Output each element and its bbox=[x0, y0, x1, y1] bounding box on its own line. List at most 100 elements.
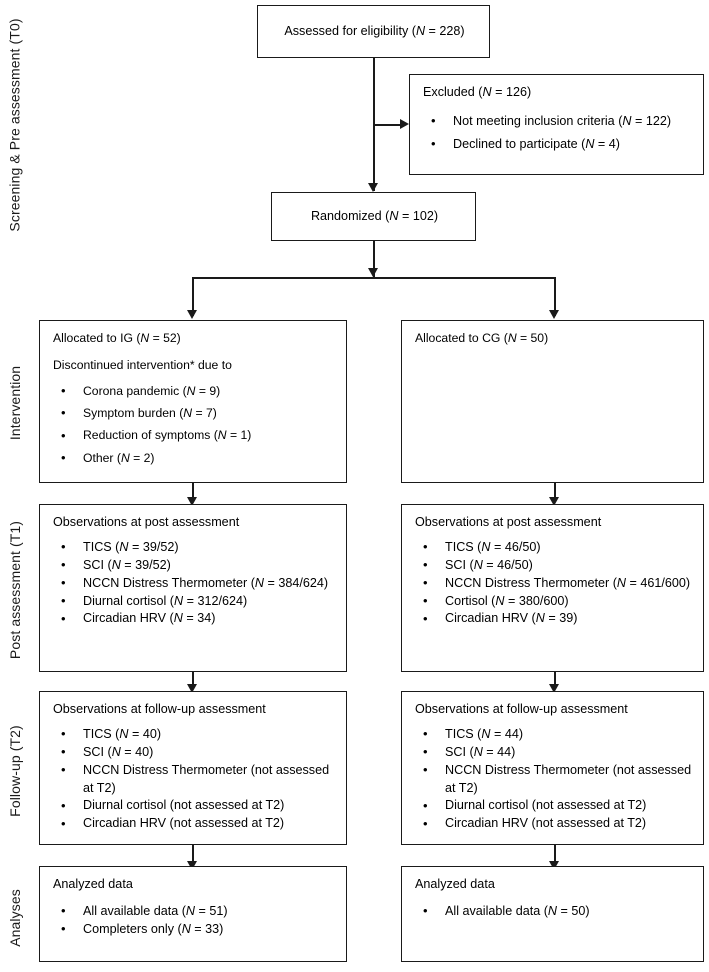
list-item: Diurnal cortisol (not assessed at T2) bbox=[53, 797, 335, 815]
stage-label-screening: Screening & Pre assessment (T0) bbox=[0, 0, 30, 250]
stage-label-intervention-text: Intervention bbox=[7, 365, 24, 440]
list-item: Diurnal cortisol (N = 312/624) bbox=[53, 592, 335, 611]
box-followup-observations-cg-list: TICS (N = 44) SCI (N = 44) NCCN Distress… bbox=[415, 725, 692, 833]
arrowhead-ig-post-to-followup bbox=[187, 684, 198, 693]
list-item: Circadian HRV (N = 39) bbox=[415, 610, 692, 628]
stage-label-post-assessment-text: Post assessment (T1) bbox=[7, 520, 23, 660]
arrowhead-to-excluded bbox=[400, 119, 409, 130]
list-item: Circadian HRV (not assessed at T2) bbox=[415, 815, 692, 833]
list-item: Corona pandemic (N = 9) bbox=[53, 382, 335, 401]
list-item: SCI (N = 39/52) bbox=[53, 556, 335, 575]
connector-cg-followup-to-analyzed bbox=[554, 845, 556, 867]
randomized-title-post: = 102) bbox=[398, 208, 439, 223]
box-allocated-ig: Allocated to IG (N = 52) Discontinued in… bbox=[39, 320, 347, 483]
list-item: Completers only (N = 33) bbox=[53, 920, 335, 939]
box-excluded-title: Excluded (N = 126) bbox=[423, 84, 692, 102]
box-assessed-for-eligibility: Assessed for eligibility (N = 228) bbox=[257, 5, 490, 58]
list-item: SCI (N = 40) bbox=[53, 743, 335, 762]
box-post-observations-cg-title: Observations at post assessment bbox=[415, 515, 602, 529]
list-item: Symptom burden (N = 7) bbox=[53, 404, 335, 423]
stage-label-follow-up: Follow-up (T2) bbox=[0, 693, 30, 848]
arrowhead-assessed-to-randomized bbox=[368, 183, 379, 192]
list-item: NCCN Distress Thermometer (N = 384/624) bbox=[53, 574, 335, 593]
randomized-title-n: N bbox=[389, 208, 399, 223]
list-item: NCCN Distress Thermometer (not assessed … bbox=[53, 761, 335, 798]
box-analyzed-cg-list: All available data (N = 50) bbox=[415, 902, 692, 921]
box-excluded-list: Not meeting inclusion criteria (N = 122)… bbox=[423, 112, 692, 154]
stage-label-intervention: Intervention bbox=[0, 320, 30, 485]
list-item: SCI (N = 44) bbox=[415, 743, 692, 762]
stage-label-screening-text: Screening & Pre assessment (T0) bbox=[7, 18, 23, 232]
box-followup-observations-ig-title: Observations at follow-up assessment bbox=[53, 702, 266, 716]
arrowhead-cg-alloc-to-post bbox=[549, 497, 560, 506]
box-post-observations-ig-title: Observations at post assessment bbox=[53, 515, 240, 529]
arrowhead-cg-followup-to-analyzed bbox=[549, 861, 560, 870]
connector-to-excluded bbox=[374, 124, 402, 126]
box-followup-observations-ig: Observations at follow-up assessment TIC… bbox=[39, 691, 347, 845]
excluded-title-n: N bbox=[482, 85, 492, 99]
connector-cg-alloc-to-post bbox=[554, 483, 556, 502]
list-item: Circadian HRV (N = 34) bbox=[53, 610, 335, 628]
list-item: TICS (N = 39/52) bbox=[53, 538, 335, 557]
box-excluded: Excluded (N = 126) Not meeting inclusion… bbox=[409, 74, 704, 175]
list-item: All available data (N = 51) bbox=[53, 902, 335, 921]
box-analyzed-cg: Analyzed data All available data (N = 50… bbox=[401, 866, 704, 962]
box-allocated-ig-list: Corona pandemic (N = 9) Symptom burden (… bbox=[53, 382, 335, 468]
arrowhead-ig-followup-to-analyzed bbox=[187, 861, 198, 870]
list-item: Cortisol (N = 380/600) bbox=[415, 592, 692, 611]
stage-label-post-assessment: Post assessment (T1) bbox=[0, 505, 30, 675]
assessed-title-pre: Assessed for eligibility ( bbox=[284, 23, 416, 38]
excluded-title-post: = 126) bbox=[491, 85, 532, 99]
box-analyzed-ig: Analyzed data All available data (N = 51… bbox=[39, 866, 347, 962]
box-analyzed-ig-title: Analyzed data bbox=[53, 877, 133, 891]
connector-ig-followup-to-analyzed bbox=[192, 845, 194, 867]
list-item: Diurnal cortisol (not assessed at T2) bbox=[415, 797, 692, 815]
box-allocated-cg-title: Allocated to CG (N = 50) bbox=[415, 331, 549, 345]
randomized-title-pre: Randomized ( bbox=[310, 208, 390, 223]
connector-ig-alloc-to-post bbox=[192, 483, 194, 502]
box-followup-observations-cg: Observations at follow-up assessment TIC… bbox=[401, 691, 704, 845]
list-item: TICS (N = 40) bbox=[53, 725, 335, 744]
arrowhead-ig-alloc-to-post bbox=[187, 497, 198, 506]
box-assessed-title: Assessed for eligibility (N = 228) bbox=[284, 23, 464, 41]
list-item: Declined to participate (N = 4) bbox=[423, 135, 692, 154]
connector-assessed-to-randomized bbox=[373, 58, 375, 191]
list-item: Reduction of symptoms (N = 1) bbox=[53, 427, 335, 446]
list-item: SCI (N = 46/50) bbox=[415, 556, 692, 575]
connector-cg-post-to-followup bbox=[554, 672, 556, 689]
list-item: Circadian HRV (not assessed at T2) bbox=[53, 815, 335, 833]
box-allocated-cg: Allocated to CG (N = 50) bbox=[401, 320, 704, 483]
excluded-title-pre: Excluded ( bbox=[423, 85, 483, 99]
list-item: Not meeting inclusion criteria (N = 122) bbox=[423, 112, 692, 131]
connector-randomized-down bbox=[373, 241, 375, 278]
connector-ig-post-to-followup bbox=[192, 672, 194, 689]
box-post-observations-ig: Observations at post assessment TICS (N … bbox=[39, 504, 347, 672]
stage-label-analyses-text: Analyses bbox=[7, 889, 24, 947]
list-item: NCCN Distress Thermometer (N = 461/600) bbox=[415, 574, 692, 593]
box-post-observations-ig-list: TICS (N = 39/52) SCI (N = 39/52) NCCN Di… bbox=[53, 538, 335, 628]
list-item: TICS (N = 46/50) bbox=[415, 538, 692, 557]
box-randomized: Randomized (N = 102) bbox=[271, 192, 476, 241]
box-post-observations-cg-list: TICS (N = 46/50) SCI (N = 46/50) NCCN Di… bbox=[415, 538, 692, 628]
box-followup-observations-cg-title: Observations at follow-up assessment bbox=[415, 702, 628, 716]
stage-label-follow-up-text: Follow-up (T2) bbox=[7, 724, 23, 817]
box-analyzed-ig-list: All available data (N = 51) Completers o… bbox=[53, 902, 335, 939]
box-analyzed-cg-title: Analyzed data bbox=[415, 877, 495, 891]
assessed-title-n: N bbox=[415, 23, 426, 38]
box-followup-observations-ig-list: TICS (N = 40) SCI (N = 40) NCCN Distress… bbox=[53, 725, 335, 833]
list-item: All available data (N = 50) bbox=[415, 902, 692, 921]
box-post-observations-cg: Observations at post assessment TICS (N … bbox=[401, 504, 704, 672]
connector-split-bar bbox=[192, 277, 555, 279]
arrowhead-randomized-split bbox=[368, 268, 379, 277]
connector-split-to-cg bbox=[554, 277, 556, 316]
box-allocated-ig-subtitle: Discontinued intervention* due to bbox=[53, 358, 232, 373]
assessed-title-post: = 228) bbox=[425, 23, 465, 38]
arrowhead-split-to-cg bbox=[549, 310, 560, 319]
arrowhead-cg-post-to-followup bbox=[549, 684, 560, 693]
stage-label-analyses: Analyses bbox=[0, 868, 30, 968]
arrowhead-split-to-ig bbox=[187, 310, 198, 319]
list-item: TICS (N = 44) bbox=[415, 725, 692, 744]
connector-split-to-ig bbox=[192, 277, 194, 316]
list-item: Other (N = 2) bbox=[53, 449, 335, 468]
